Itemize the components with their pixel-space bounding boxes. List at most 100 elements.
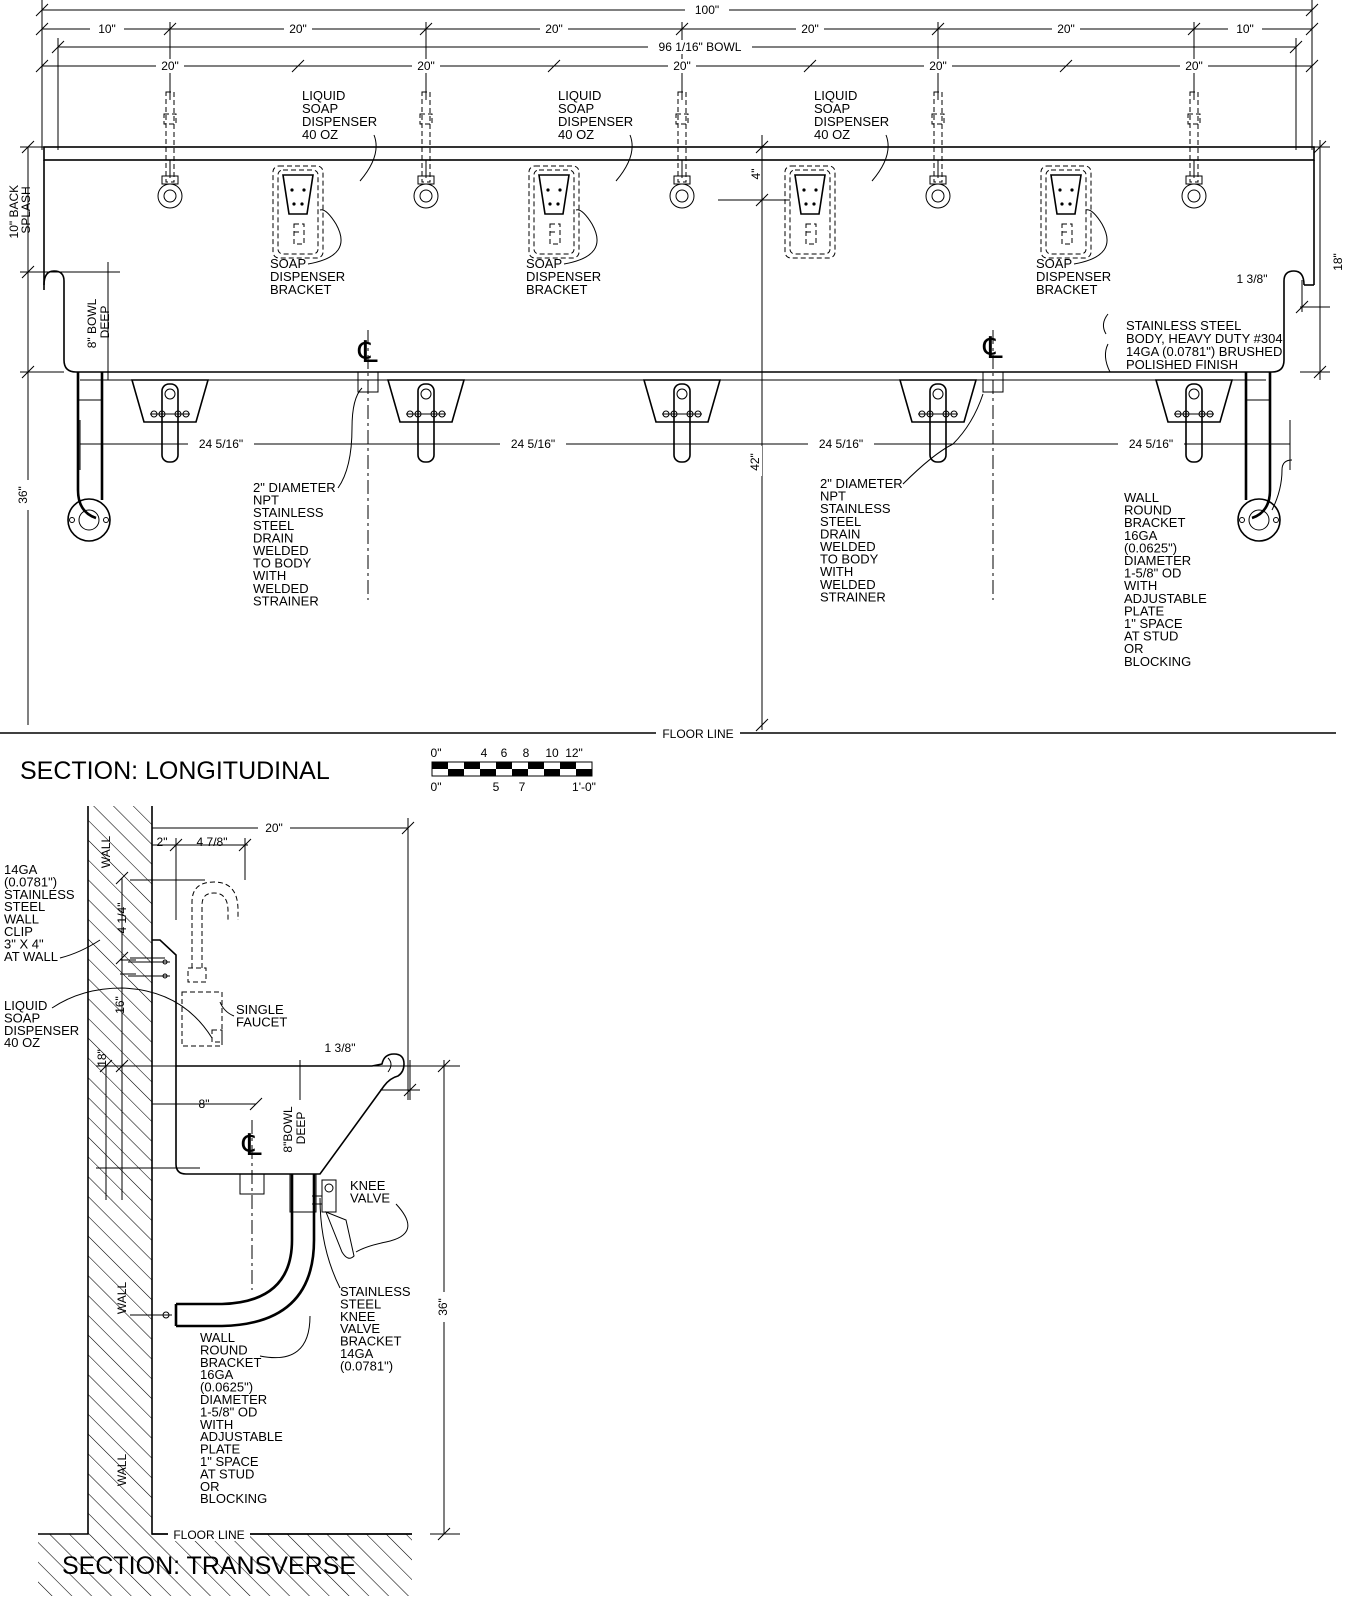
- scale-bottom-1: 5: [493, 780, 500, 794]
- right-vertical-dims: [1295, 140, 1330, 380]
- knee-valve-bracket-1: [130, 379, 210, 463]
- bay-dim-top-4: 20": [1057, 22, 1075, 36]
- knee-valve-bracket-5: [1154, 379, 1234, 463]
- bay-dim-bottom-3: 20": [673, 59, 691, 73]
- knee-valve-brackets: [130, 379, 1234, 463]
- bowl-deep-dim: 8" BOWL DEEP: [85, 296, 112, 349]
- knee-valve-bracket-4: [898, 379, 978, 463]
- bay-dim-bottom-5: 20": [1185, 59, 1203, 73]
- lip-1-3-8-dim: 1 3/8": [1237, 272, 1268, 286]
- dim-2: 2": [157, 835, 168, 849]
- sink-profile: ℄: [152, 939, 405, 1290]
- longitudinal-section: 100" 10" 10" 20"20"20"20" 96 1/16" BOWL …: [0, 0, 1345, 785]
- overall-width-dim: 100": [695, 3, 719, 17]
- bay-dim-top-3: 20": [801, 22, 819, 36]
- bowl-deep-dim-transverse: 8"BOWL DEEP: [281, 1103, 308, 1152]
- wall-clip: [120, 959, 170, 979]
- scale-top-2: 6: [501, 746, 508, 760]
- floor-line-label-longitudinal: FLOOR LINE: [662, 727, 733, 741]
- dim-16: 16": [113, 996, 127, 1014]
- dim-18: 18": [95, 1049, 109, 1067]
- drain-spacing-dims: [79, 420, 1291, 470]
- faucets: [157, 91, 1207, 209]
- drain-spacing-4: 24 5/16": [1129, 437, 1173, 451]
- faucet-3: [669, 91, 695, 209]
- bay-dim-bottom-4: 20": [929, 59, 947, 73]
- height-42-dim: 42": [748, 453, 762, 471]
- center-vertical-dim: [718, 135, 790, 732]
- depth-20-dim: 20": [265, 821, 283, 835]
- scale-top-5: 12": [565, 746, 583, 760]
- wall-label-top: WALL: [99, 836, 113, 869]
- bay-dim-top-2: 20": [545, 22, 563, 36]
- dim-8: 8": [199, 1097, 210, 1111]
- faucet-4: [925, 91, 951, 209]
- knee-valve-bracket-3: [642, 379, 722, 463]
- wall-bracket-left: [67, 372, 111, 542]
- drain-right: ℄: [982, 330, 1004, 600]
- faucet-1: [157, 91, 183, 209]
- scale-bottom-0: 0": [431, 780, 442, 794]
- bay-dim-top-1: 20": [289, 22, 307, 36]
- scale-bottom-2: 7: [519, 780, 526, 794]
- end-right-dim: 10": [1236, 22, 1254, 36]
- drain-spacing-1: 24 5/16": [199, 437, 243, 451]
- backsplash-dim: 10" BACK SPLASH: [7, 182, 33, 239]
- bay-dims-row2: 20" 20" 20" 20" 20": [156, 59, 1208, 73]
- scale-bottom-3: 1'-0": [572, 780, 596, 794]
- bowl-width-dim: 96 1/16" BOWL: [659, 40, 742, 54]
- faucet-5: [1181, 91, 1207, 209]
- lip-4-dim: 4": [749, 169, 763, 180]
- scale-top-1: 4: [481, 746, 488, 760]
- scale-top-3: 8: [523, 746, 530, 760]
- faucet-2: [413, 91, 439, 209]
- wall-label-bottom: WALL: [115, 1454, 129, 1487]
- dim-4-1-4: 4 1/4": [115, 903, 129, 934]
- drain-left: ℄: [357, 330, 379, 600]
- transverse-title: SECTION: TRANSVERSE: [62, 1552, 356, 1580]
- end-left-dim: 10": [98, 22, 116, 36]
- soap-dispenser-3: [784, 165, 836, 259]
- dimension-ticks: [35, 3, 1319, 100]
- floor-line-label-transverse: FLOOR LINE: [173, 1528, 244, 1542]
- centerline-symbol-transverse: ℄: [241, 1129, 261, 1162]
- dim-36-transverse: 36": [436, 1298, 450, 1316]
- scale-top-4: 10: [545, 746, 559, 760]
- wall-bracket-tube: [130, 1173, 317, 1328]
- soap-dispenser-4: [1040, 165, 1092, 259]
- dim-1-3-8: 1 3/8": [325, 1041, 356, 1055]
- transverse-section: WALL WALL WALL 20" 2" 4 7/8": [4, 806, 460, 1596]
- soap-dispenser-2: [528, 165, 580, 259]
- soap-dispenser-1: [272, 165, 324, 259]
- bay-dim-bottom-1: 20": [161, 59, 179, 73]
- height-18-dim: 18": [1331, 253, 1345, 271]
- dim-4-7-8: 4 7/8": [197, 835, 228, 849]
- height-36-dim: 36": [16, 486, 30, 504]
- knee-valve: [312, 1179, 355, 1259]
- wall-label-mid: WALL: [115, 1282, 129, 1315]
- soap-dispensers: [272, 165, 1092, 259]
- bay-dim-bottom-2: 20": [417, 59, 435, 73]
- longitudinal-title: SECTION: LONGITUDINAL: [20, 757, 330, 785]
- bay-dims-row1: 20" 20" 20" 20": [284, 22, 1080, 36]
- wall-hatch: [38, 806, 412, 1596]
- knee-valve-bracket-2: [386, 379, 466, 463]
- scale-top-0: 0": [431, 746, 442, 760]
